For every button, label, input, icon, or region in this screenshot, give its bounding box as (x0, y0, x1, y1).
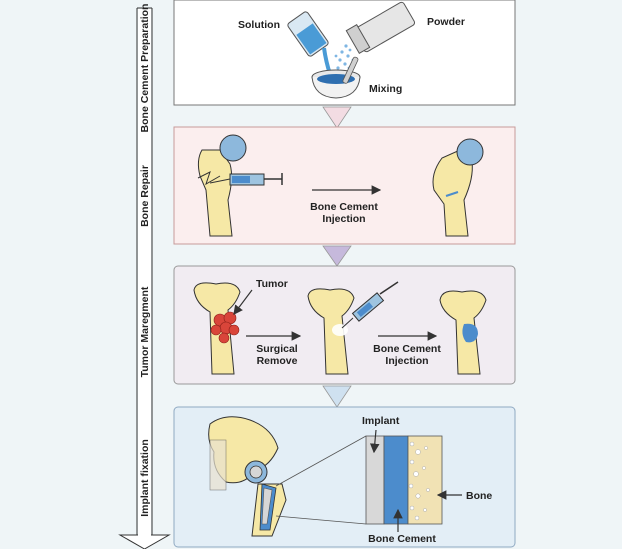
repair-step-label-line2: Injection (322, 213, 365, 225)
zoom-lines (275, 435, 367, 525)
mixing-label: Mixing (369, 83, 402, 95)
powder-label: Powder (427, 16, 465, 28)
bone-filled-icon (439, 290, 487, 375)
stage-title-tumor: Tumor Maregment (139, 286, 151, 377)
solution-label: Solution (238, 19, 280, 31)
fractured-femur-icon (197, 134, 247, 237)
stage-arrow-3 (322, 385, 352, 408)
stage-arrow-2 (322, 245, 352, 267)
process-timeline-arrow (118, 7, 171, 549)
tumor-syringe-icon (341, 281, 399, 329)
bone-cavity-icon (307, 288, 355, 375)
tumor-label: Tumor (256, 278, 288, 290)
remove-label-line1: Surgical (256, 343, 298, 355)
bone-label: Bone (466, 490, 492, 502)
mixing-bowl-icon (311, 56, 361, 99)
implant-label: Implant (362, 415, 400, 427)
implant-pointer (369, 429, 380, 454)
stage-title-preparation: Bone Cement Preparation (139, 4, 151, 133)
repaired-femur-icon (432, 138, 484, 237)
panel-tumor (173, 265, 516, 385)
inject-label-line2: Injection (385, 355, 428, 367)
stage-arrow-1 (322, 106, 352, 129)
layer-cross-section (365, 435, 443, 525)
cement-label: Bone Cement (368, 533, 436, 545)
hip-implant-icon (208, 416, 287, 537)
stage-title-implant: Implant fixation (139, 439, 151, 517)
remove-label-line2: Remove (257, 355, 298, 367)
stage-title-bone-repair: Bone Repair (139, 165, 151, 227)
repair-step-label-line1: Bone Cement (310, 201, 378, 213)
inject-label-line1: Bone Cement (373, 343, 441, 355)
syringe-icon (209, 173, 283, 186)
bone-with-tumor-icon (193, 282, 253, 375)
